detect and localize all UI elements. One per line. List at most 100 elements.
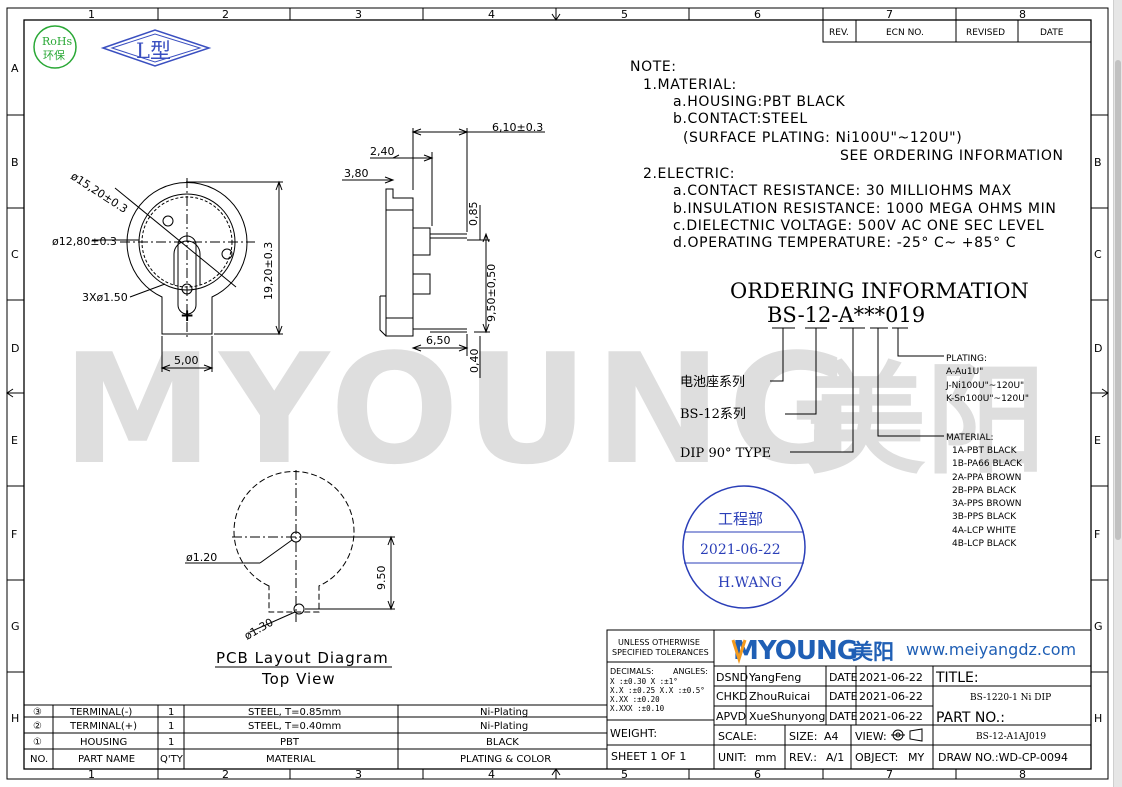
material-8: 4B-LCP BLACK	[952, 539, 1017, 549]
bom-row-3-no: ①	[33, 737, 42, 748]
dim-height: 19,20±0.3	[262, 242, 275, 300]
zone-row-e-right: E	[1094, 434, 1101, 447]
apvd-date: 2021-06-22	[859, 710, 923, 723]
chkd-date: 2021-06-22	[859, 690, 923, 703]
zone-row-f-right: F	[1094, 528, 1100, 541]
pcb-layout-drawing	[185, 470, 395, 668]
note-line-3: b.CONTACT:STEEL	[673, 111, 808, 127]
zone-col-7-bottom: 7	[886, 768, 893, 781]
company-logo: MYOUNG	[733, 636, 857, 666]
ordering-code: BS-12-A***019	[767, 303, 925, 327]
note-line-6: 2.ELECTRIC:	[643, 166, 735, 182]
bom-row-1-plating: Ni-Plating	[480, 707, 528, 718]
note-line-1: 1.MATERIAL:	[643, 77, 737, 93]
bom-header-no: NO.	[30, 754, 48, 765]
title-block-text: UNLESS OTHERWISE SPECIFIED TOLERANCES DE…	[610, 636, 1076, 764]
zone-row-b: B	[11, 156, 19, 169]
type-badge: L型	[100, 29, 212, 67]
date-header: DATE	[1040, 28, 1064, 38]
apvd-date-label: DATE	[829, 710, 858, 723]
dsnd-name: YangFeng	[748, 671, 801, 684]
approval-stamp: 工程部 2021-06-22 H.WANG	[682, 485, 806, 609]
unit-value: mm	[755, 751, 776, 764]
pcb-hole-large: ø1.30	[242, 616, 276, 643]
type-badge-label: L型	[136, 39, 171, 63]
pcb-hole-small: ø1.20	[186, 551, 217, 564]
ordering-title: ORDERING INFORMATION	[730, 279, 1029, 303]
plating-1: A-Au1U"	[946, 367, 983, 377]
dim-side-a: 6,10±0.3	[492, 121, 543, 134]
dim-holes: 3Xø1.50	[82, 291, 128, 304]
stamp-name: H.WANG	[718, 575, 782, 591]
watermark-latin: MYOUNG	[62, 321, 859, 498]
material-7: 4A-LCP WHITE	[952, 526, 1016, 536]
bom-row-2-name: TERMINAL(+)	[69, 721, 137, 732]
zone-row-a: A	[11, 62, 19, 75]
angles-label: ANGLES:	[673, 667, 708, 676]
rev-label: REV.:	[789, 751, 817, 764]
zone-col-6: 6	[754, 8, 761, 21]
zone-row-g: G	[11, 620, 20, 633]
zone-row-f: F	[11, 528, 17, 541]
bom-header-plating: PLATING & COLOR	[460, 754, 551, 765]
title-value: BS-1220-1 Ni DIP	[970, 693, 1051, 703]
bom-row-1-qty: 1	[168, 707, 174, 718]
dim-side-b: 2,40	[370, 145, 395, 158]
dsnd-date: 2021-06-22	[859, 671, 923, 684]
chkd-name: ZhouRuicai	[749, 690, 810, 703]
zone-row-h: H	[11, 712, 19, 725]
chkd-date-label: DATE	[829, 690, 858, 703]
note-line-10: d.OPERATING TEMPERATURE: -25° C~ +85° C	[673, 235, 1016, 251]
zone-row-c: C	[11, 248, 19, 261]
unit-label: UNIT:	[718, 751, 747, 764]
bom-row-2-material: STEEL, T=0.40mm	[248, 721, 341, 732]
dim-tab-width: 5,00	[174, 354, 199, 367]
size-value: A4	[824, 730, 839, 743]
plating-3: K-Sn100U"~120U"	[946, 394, 1029, 404]
zone-labels: 1 2 3 4 5 6 7 8 1 2 3 4 5 6 7 8 A B C D …	[11, 8, 1103, 781]
zone-col-8-bottom: 8	[1019, 768, 1026, 781]
zone-col-5: 5	[621, 8, 628, 21]
bom-row-1-no: ③	[33, 707, 42, 718]
dim-side-e: 9,50±0,50	[485, 264, 498, 322]
dsnd-date-label: DATE	[829, 671, 858, 684]
material-4: 2B-PPA BLACK	[952, 486, 1017, 496]
decimals-label: DECIMALS:	[610, 667, 654, 676]
pcb-height: 9.50	[375, 566, 388, 591]
material-0: MATERIAL:	[946, 433, 994, 443]
notes-heading: NOTE:	[630, 59, 677, 75]
zone-row-e: E	[11, 434, 18, 447]
zone-row-b-right: B	[1094, 156, 1102, 169]
zone-row-d: D	[11, 342, 19, 355]
zone-col-3-bottom: 3	[355, 768, 362, 781]
zone-col-2: 2	[222, 8, 229, 21]
material-1: 1A-PBT BLACK	[952, 446, 1018, 456]
scrollbar-thumb[interactable]	[1115, 60, 1121, 540]
material-5: 3A-PPS BROWN	[952, 499, 1022, 509]
zone-col-4: 4	[488, 8, 495, 21]
company-logo-cn: 美阳	[852, 640, 894, 664]
tolerance-heading-1: UNLESS OTHERWISE	[618, 638, 700, 647]
bom-row-1-name: TERMINAL(-)	[69, 707, 132, 718]
company-logo-mark	[731, 639, 747, 664]
label-bs12: BS-12系列	[680, 407, 746, 422]
zone-row-d-right: D	[1094, 342, 1102, 355]
zone-col-8: 8	[1019, 8, 1026, 21]
label-series-cn: 电池座系列	[680, 375, 745, 390]
bom-rows: ③ TERMINAL(-) 1 STEEL, T=0.85mm Ni-Plati…	[30, 707, 551, 765]
zone-col-1-bottom: 1	[88, 768, 95, 781]
watermark: MYOUNG 美阳	[62, 321, 1046, 498]
ecn-header: ECN NO.	[886, 28, 924, 38]
note-line-7: a.CONTACT RESISTANCE: 30 MILLIOHMS MAX	[673, 183, 1012, 199]
apvd-name: XueShunyong	[749, 710, 825, 723]
weight-label: WEIGHT:	[610, 727, 657, 740]
notes: NOTE: 1.MATERIAL: a.HOUSING:PBT BLACK b.…	[630, 59, 1064, 251]
vertical-scrollbar[interactable]	[1113, 0, 1122, 787]
scale-label: SCALE:	[718, 730, 757, 743]
note-line-5: SEE ORDERING INFORMATION	[840, 148, 1064, 164]
size-label: SIZE:	[789, 730, 817, 743]
label-dip: DIP 90° TYPE	[680, 446, 771, 461]
part-no-value: BS-12-A1AJ019	[976, 732, 1046, 742]
dim-side-d: 0,85	[467, 202, 480, 227]
